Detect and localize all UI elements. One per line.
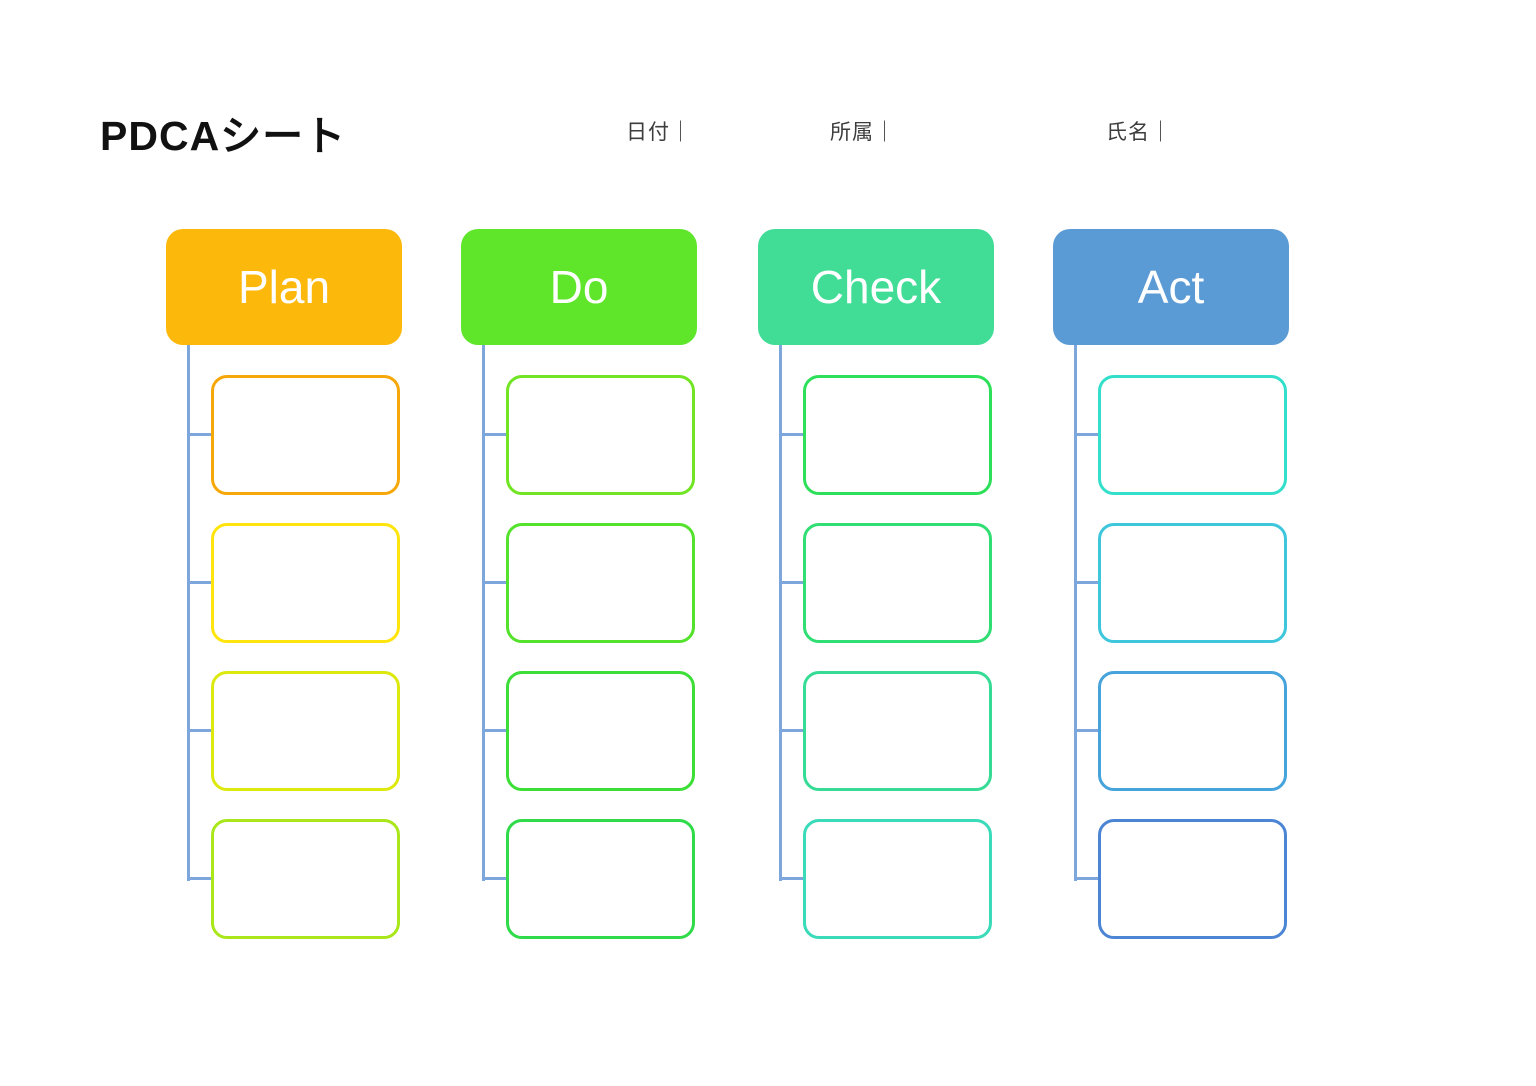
check-entry-box-4[interactable] bbox=[803, 819, 992, 939]
act-header-label: Act bbox=[1137, 261, 1205, 313]
column-plan: Plan bbox=[166, 229, 402, 944]
act-connector-line bbox=[1074, 345, 1077, 881]
plan-entry-box-4[interactable] bbox=[211, 819, 400, 939]
do-connector-stub bbox=[482, 877, 506, 880]
column-check: Check bbox=[758, 229, 994, 944]
act-entry-box-4[interactable] bbox=[1098, 819, 1287, 939]
date-field-label: 日付｜ bbox=[626, 121, 692, 144]
check-connector-stub bbox=[779, 581, 803, 584]
plan-entry-box-3[interactable] bbox=[211, 671, 400, 791]
act-connector-stub bbox=[1074, 433, 1098, 436]
plan-connector-stub bbox=[187, 581, 211, 584]
do-connector-line bbox=[482, 345, 485, 881]
act-entry-box-1[interactable] bbox=[1098, 375, 1287, 495]
check-entry-box-1[interactable] bbox=[803, 375, 992, 495]
check-connector-stub bbox=[779, 877, 803, 880]
do-entry-box-1[interactable] bbox=[506, 375, 695, 495]
plan-entry-box-2[interactable] bbox=[211, 523, 400, 643]
column-do: Do bbox=[461, 229, 697, 944]
do-entry-box-2[interactable] bbox=[506, 523, 695, 643]
plan-header-label: Plan bbox=[237, 261, 331, 313]
column-act: Act bbox=[1053, 229, 1289, 944]
check-entry-box-3[interactable] bbox=[803, 671, 992, 791]
name-field-label: 氏名｜ bbox=[1106, 121, 1172, 144]
do-connector-stub bbox=[482, 581, 506, 584]
do-connector-stub bbox=[482, 433, 506, 436]
act-connector-stub bbox=[1074, 877, 1098, 880]
plan-connector-stub bbox=[187, 433, 211, 436]
act-connector-stub bbox=[1074, 581, 1098, 584]
check-connector-line bbox=[779, 345, 782, 881]
plan-connector-stub bbox=[187, 877, 211, 880]
check-connector-stub bbox=[779, 433, 803, 436]
do-header-label: Do bbox=[549, 261, 609, 313]
department-field-label: 所属｜ bbox=[830, 121, 896, 144]
act-entry-box-3[interactable] bbox=[1098, 671, 1287, 791]
do-header: Do bbox=[461, 229, 697, 345]
check-header: Check bbox=[758, 229, 994, 345]
plan-connector-line bbox=[187, 345, 190, 881]
plan-entry-box-1[interactable] bbox=[211, 375, 400, 495]
do-entry-box-3[interactable] bbox=[506, 671, 695, 791]
do-entry-box-4[interactable] bbox=[506, 819, 695, 939]
plan-header: Plan bbox=[166, 229, 402, 345]
check-connector-stub bbox=[779, 729, 803, 732]
plan-connector-stub bbox=[187, 729, 211, 732]
do-connector-stub bbox=[482, 729, 506, 732]
check-entry-box-2[interactable] bbox=[803, 523, 992, 643]
act-connector-stub bbox=[1074, 729, 1098, 732]
act-header: Act bbox=[1053, 229, 1289, 345]
page-title: PDCAシート bbox=[100, 113, 347, 159]
act-entry-box-2[interactable] bbox=[1098, 523, 1287, 643]
check-header-label: Check bbox=[810, 261, 942, 313]
